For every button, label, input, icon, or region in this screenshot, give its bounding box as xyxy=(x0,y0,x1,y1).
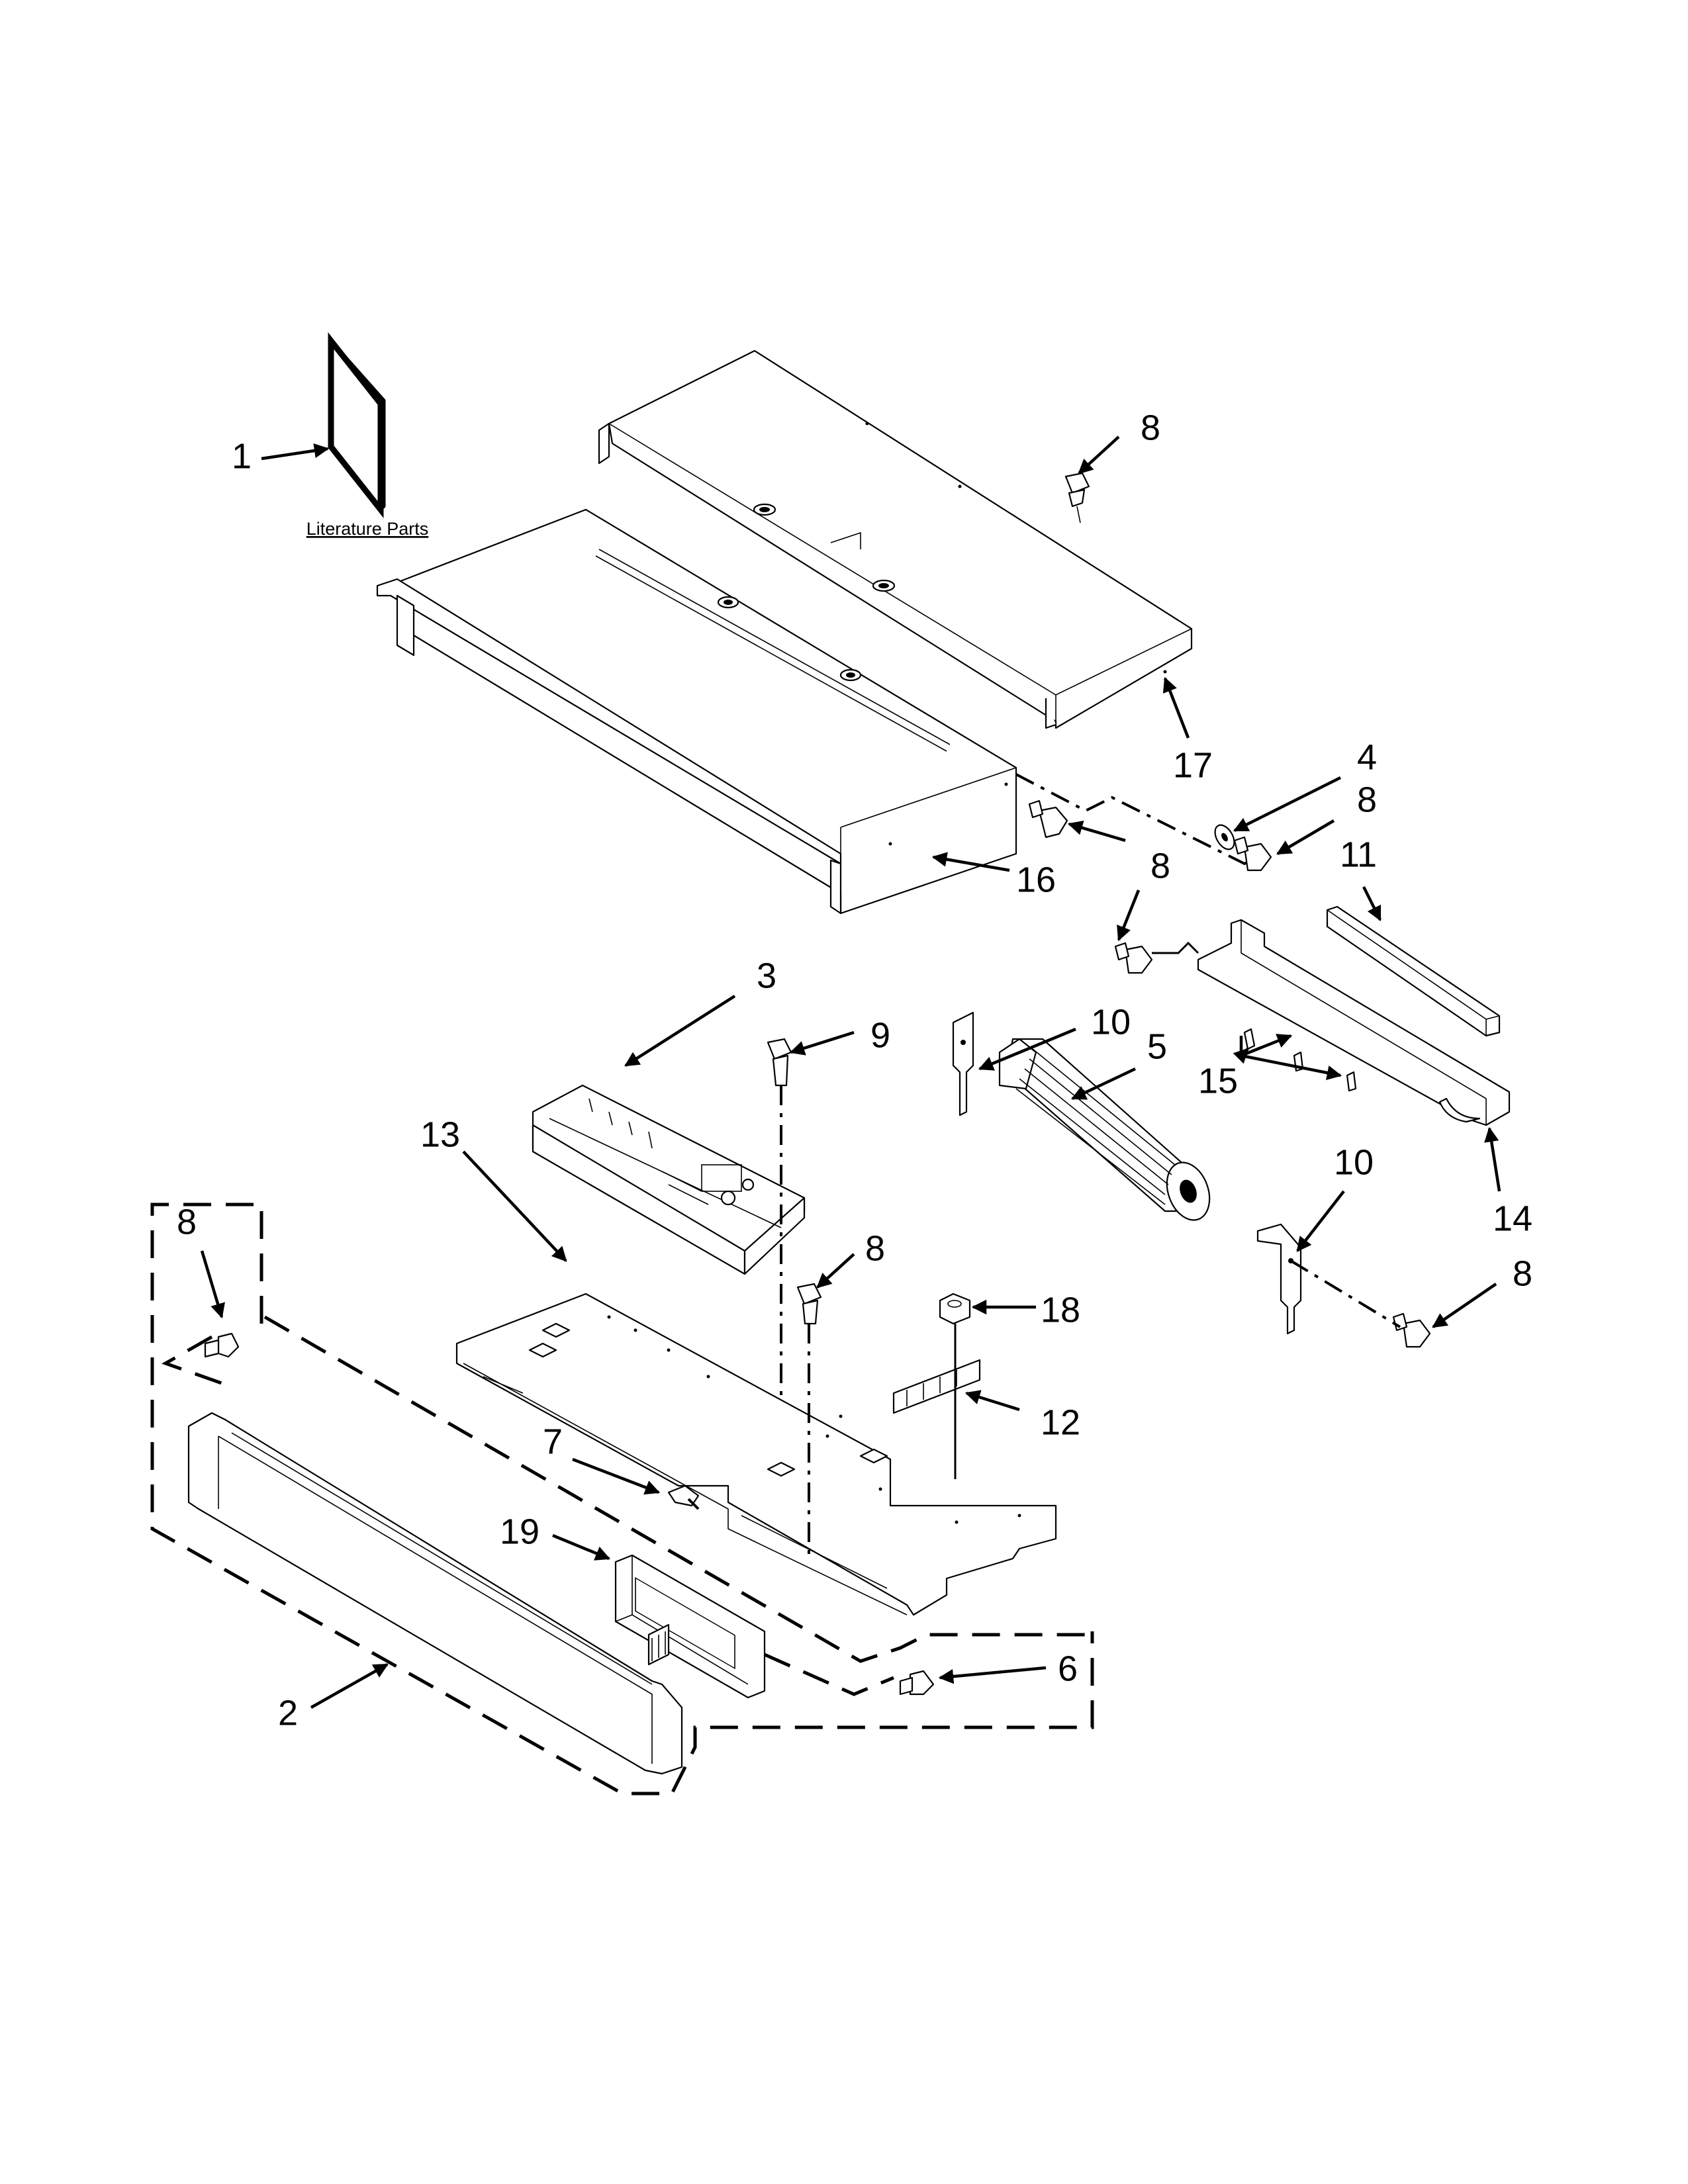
callout-8-center: 8 xyxy=(865,1228,885,1268)
washer-4 xyxy=(1214,824,1235,850)
dashed-boundary-left xyxy=(150,1203,1094,1796)
assembly-line-bracket xyxy=(1289,1259,1401,1328)
screw-8-center xyxy=(796,1283,822,1325)
leader-arrows xyxy=(200,435,1501,1709)
screw-8-left xyxy=(204,1332,240,1358)
callout-9: 9 xyxy=(870,1015,890,1055)
callout-11: 11 xyxy=(1340,835,1377,874)
nut-18 xyxy=(939,1293,971,1325)
callout-2: 2 xyxy=(278,1693,298,1733)
callout-16: 16 xyxy=(1016,860,1056,899)
callout-8-left: 8 xyxy=(177,1202,197,1242)
screw-9 xyxy=(767,1038,792,1087)
callout-7: 7 xyxy=(543,1422,563,1461)
callout-18: 18 xyxy=(1041,1290,1080,1330)
dashed-boundary-right xyxy=(263,1315,1092,1663)
dashed-boundary-mid xyxy=(763,1653,894,1696)
callout-8-side: 8 xyxy=(1150,846,1170,886)
insulation-strip-11 xyxy=(1326,905,1501,1037)
literature-parts-label: Literature Parts xyxy=(306,519,429,539)
callout-5: 5 xyxy=(1147,1026,1167,1066)
callout-1: 1 xyxy=(232,436,252,476)
callout-12: 12 xyxy=(1041,1402,1080,1442)
screw-8-top xyxy=(1064,472,1090,523)
terminal-block-12 xyxy=(892,1359,981,1414)
literature-booklet xyxy=(328,332,386,518)
control-panel-trim-2 xyxy=(187,1412,683,1775)
screw-8-lower-bracket xyxy=(1392,1312,1431,1348)
blower-fan-5 xyxy=(998,1038,1211,1221)
callout-13: 13 xyxy=(420,1115,460,1154)
callout-19: 19 xyxy=(500,1512,539,1551)
bracket-10-upper xyxy=(952,1011,974,1116)
callout-3: 3 xyxy=(757,956,776,995)
top-rear-panel xyxy=(598,349,1193,729)
callout-8-washer: 8 xyxy=(1357,780,1377,819)
callout-15: 15 xyxy=(1198,1061,1238,1101)
callout-10-upper: 10 xyxy=(1091,1002,1131,1042)
screw-8-bracket xyxy=(1114,942,1153,974)
screw-8-washer xyxy=(1233,836,1272,872)
bracket-wire xyxy=(1152,941,1199,954)
screw-8-side xyxy=(1028,799,1068,839)
callout-4: 4 xyxy=(1357,737,1377,777)
callout-10-lower: 10 xyxy=(1334,1142,1374,1182)
top-front-panel xyxy=(376,508,1017,915)
fan-bracket-14 xyxy=(1197,919,1511,1126)
callout-14: 14 xyxy=(1493,1199,1532,1238)
callout-17: 17 xyxy=(1173,745,1213,785)
mounting-panel-13 xyxy=(455,1293,1057,1616)
callout-8-lower-bracket: 8 xyxy=(1513,1253,1532,1293)
screw-6 xyxy=(899,1670,935,1696)
callout-6: 6 xyxy=(1058,1649,1078,1688)
assembly-line-top xyxy=(1015,773,1252,866)
display-board-19 xyxy=(614,1554,766,1699)
assembly-line-clip7 xyxy=(687,1498,700,1510)
callout-8-top: 8 xyxy=(1141,408,1160,447)
bracket-10-lower xyxy=(1256,1223,1302,1335)
